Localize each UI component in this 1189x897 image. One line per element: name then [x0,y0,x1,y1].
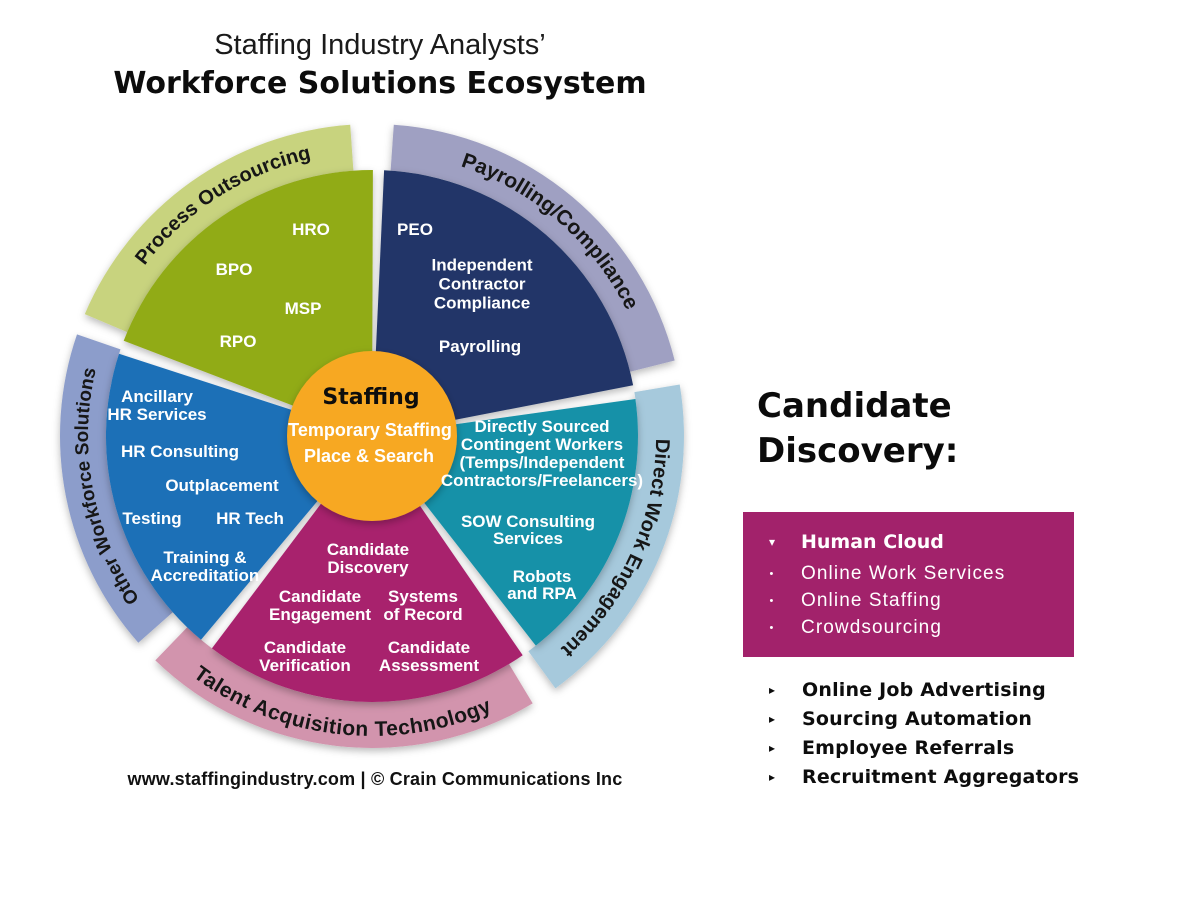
band-talent-acquisition-technology [155,627,533,748]
label-systems-of-record: Systems of Record [383,587,463,624]
label-training-accreditation: Training & Accreditation [150,548,260,585]
panel-heading-line1: Candidate [757,386,952,426]
wedge-payrolling-compliance [372,170,634,437]
list-item: ▸ Employee Referrals [743,735,1163,761]
triangle-right-icon: ▸ [768,683,776,697]
label-place-and-search: Place & Search [303,446,435,466]
human-cloud-item: • Online Staffing [743,589,1074,613]
triangle-right-icon: ▸ [768,770,776,784]
label-hr-consulting: HR Consulting [120,442,240,461]
label-bpo: BPO [215,260,253,279]
band-payrolling-compliance [390,124,675,372]
footer-attribution: www.staffingindustry.com | © Crain Commu… [127,769,623,789]
label-candidate-discovery: Candidate Discovery [326,540,410,577]
label-hro: HRO [292,220,330,239]
label-candidate-assessment: Candidate Assessment [378,638,480,675]
human-cloud-header: ▾ Human Cloud [743,530,1074,554]
label-sow-consulting-services: SOW Consulting Services [460,512,596,548]
panel-heading-line2: Discovery: [757,431,959,471]
triangle-right-icon: ▸ [768,712,776,726]
label-rpo: RPO [219,332,257,351]
wedge-process-outsourcing [123,169,373,437]
dot-bullet-icon: • [769,595,775,607]
label-candidate-engagement: Candidate Engagement [268,587,372,624]
diagram-title-line2: Workforce Solutions Ecosystem [113,66,647,101]
list-item: ▸ Online Job Advertising [743,677,1163,703]
triangle-down-icon: ▾ [768,535,776,549]
dot-bullet-icon: • [769,568,775,580]
label-peo: PEO [397,220,433,239]
diagram-title: Staffing Industry Analysts’ Workforce So… [85,28,675,106]
human-cloud-box: ▾ Human Cloud • Online Work Services • O… [743,512,1074,657]
label-robots-and-rpa: Robots and RPA [507,567,577,603]
wedge-talent-acquisition-technology [211,436,523,702]
list-item: ▸ Recruitment Aggregators [743,764,1163,790]
human-cloud-item: • Online Work Services [743,562,1074,586]
outer-bands [59,124,684,748]
label-candidate-verification: Candidate Verification [259,638,351,675]
diagram-title-line1: Staffing Industry Analysts’ [214,29,546,61]
label-outplacement: Outplacement [165,476,279,495]
label-directly-sourced-contingent-workers: Directly Sourced Contingent Workers (Tem… [440,417,644,490]
triangle-right-icon: ▸ [768,741,776,755]
label-testing: Testing [122,509,182,528]
human-cloud-item: • Crowdsourcing [743,616,1074,640]
label-independent-contractor-compliance: Independent Contractor Compliance [431,255,533,313]
panel-heading: Candidate Discovery: [757,384,958,474]
band-other-workforce-solutions [59,334,173,643]
label-staffing-title: Staffing [322,385,420,410]
label-temporary-staffing: Temporary Staffing [288,420,452,440]
label-msp: MSP [284,299,322,318]
label-ancillary-hr-services: Ancillary HR Services [107,387,207,424]
label-hr-tech: HR Tech [216,509,284,528]
center-staffing-circle [287,351,457,521]
dot-bullet-icon: • [769,622,775,634]
label-payrolling: Payrolling [438,337,522,356]
band-direct-work-engagement [528,384,684,689]
band-process-outsourcing [84,124,354,333]
list-item: ▸ Sourcing Automation [743,706,1163,732]
